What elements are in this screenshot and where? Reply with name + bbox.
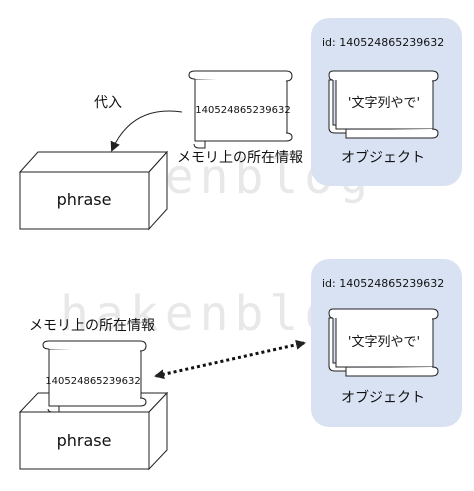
reference-link-arrow [154, 339, 306, 380]
object-value-top: '文字列やで' [348, 96, 420, 111]
variable-name-bottom: phrase [57, 431, 112, 450]
object-value-scroll-top [328, 70, 439, 139]
assign-label: 代入 [94, 95, 122, 111]
object-id-label-top: id: 140524865239632 [322, 36, 444, 49]
object-caption-top: オブジェクト [341, 149, 425, 166]
assign-arrow [110, 110, 183, 152]
variable-box-top [18, 150, 169, 231]
memory-scroll-text-bottom: 140524865239632 [45, 376, 140, 387]
memory-scroll-text-top: 140524865239632 [195, 105, 290, 116]
memory-caption-bottom: メモリ上の所在情報 [29, 318, 155, 334]
memory-scroll-top [188, 70, 293, 149]
object-id-label-bottom: id: 140524865239632 [322, 277, 444, 290]
object-value-bottom: '文字列やで' [348, 335, 420, 350]
object-value-scroll-bottom [328, 308, 439, 377]
memory-scroll-bottom [42, 340, 147, 413]
memory-caption-top: メモリ上の所在情報 [177, 150, 303, 166]
object-caption-bottom: オブジェクト [341, 389, 425, 406]
variable-name-top: phrase [57, 190, 112, 209]
